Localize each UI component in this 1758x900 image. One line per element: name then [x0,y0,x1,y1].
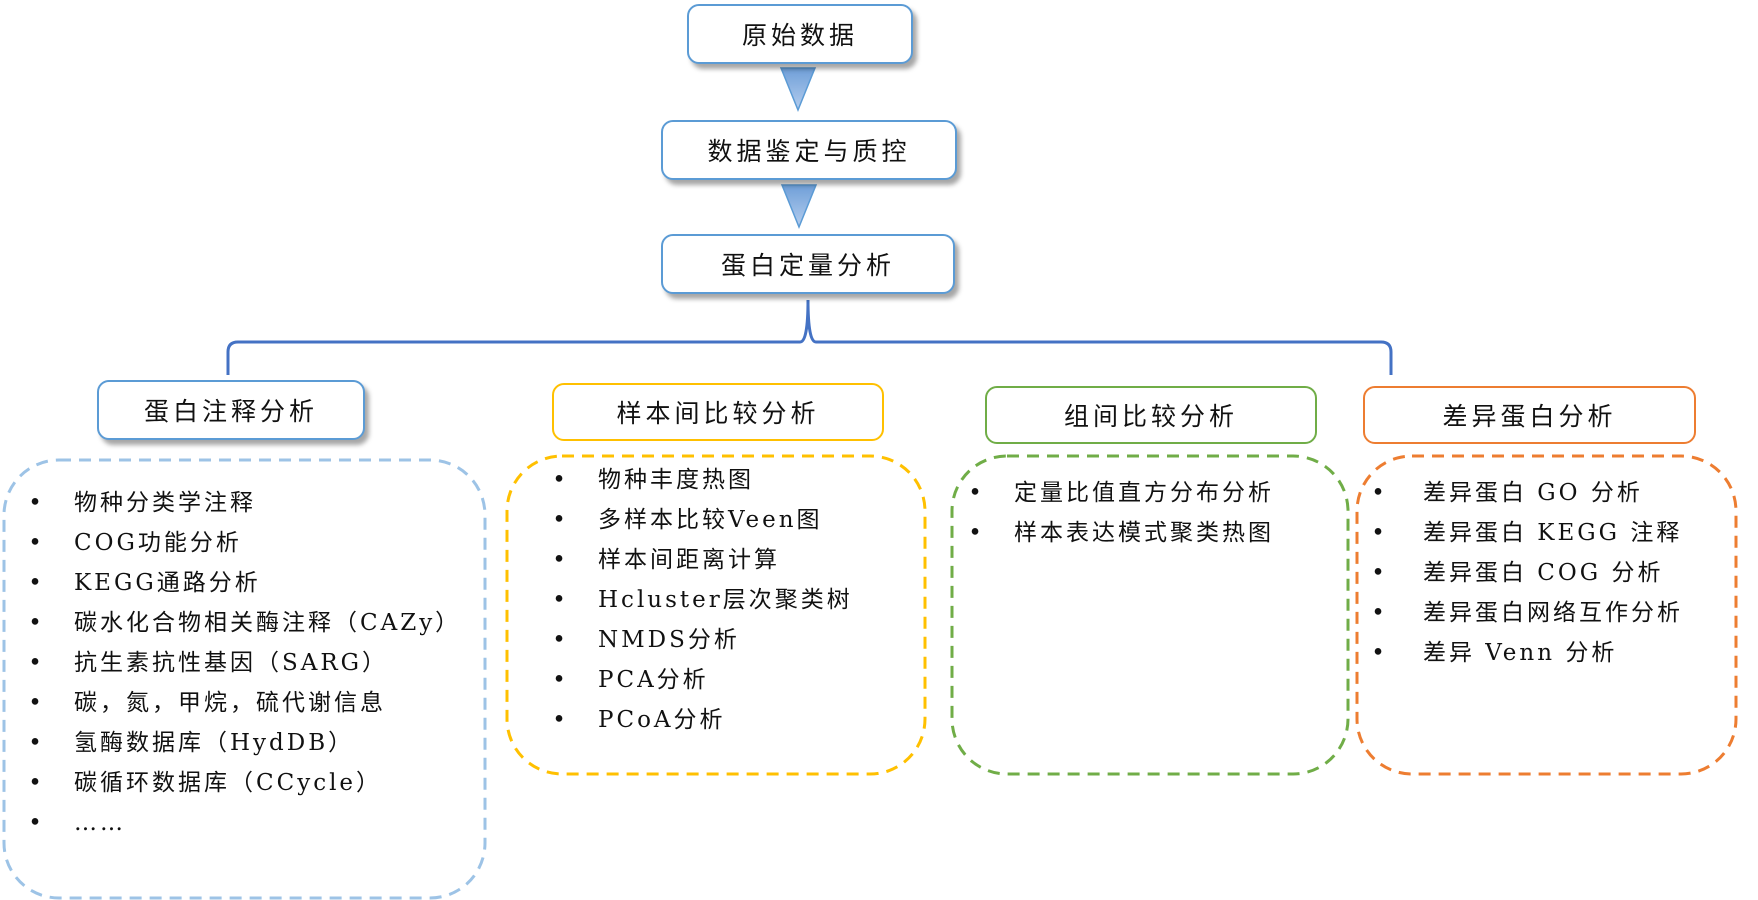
bullet-icon: • [28,770,42,796]
list-item-text: PCA分析 [598,667,709,693]
node-protein-quantification: 蛋白定量分析 [661,234,955,294]
bullet-icon: • [552,667,566,693]
list-item-text: PCoA分析 [598,707,726,733]
list-item-text: 差异 Venn 分析 [1423,640,1618,666]
bullet-icon: • [28,730,42,756]
list-item-text: 物种丰度热图 [598,467,754,493]
bullet-icon: • [28,530,42,556]
bullet-icon: • [28,650,42,676]
bullet-icon: • [552,587,566,613]
list-item-text: 碳，氮，甲烷，硫代谢信息 [74,690,386,716]
down-arrow-1 [779,67,817,112]
list-item-text: 差异蛋白 KEGG 注释 [1423,520,1683,546]
bullet-icon: • [552,627,566,653]
node-raw-data: 原始数据 [687,4,913,64]
list-item-text: 样本间距离计算 [598,547,780,573]
list-item-text: 多样本比较Veen图 [598,507,823,533]
list-item-text: 物种分类学注释 [74,490,256,516]
bullet-icon: • [28,610,42,636]
list-item-text: Hcluster层次聚类树 [598,587,853,613]
list-item-text: 抗生素抗性基因（SARG） [74,650,389,676]
branch-brace-connector [226,299,1393,375]
bullet-icon: • [552,467,566,493]
list-item-text: COG功能分析 [74,530,242,556]
list-item-text: 定量比值直方分布分析 [1014,480,1274,506]
bullet-icon: • [1371,640,1385,666]
bullet-icon: • [552,507,566,533]
list-item-text: NMDS分析 [598,627,740,653]
bullet-icon: • [28,690,42,716]
list-item-text: 差异蛋白网络互作分析 [1423,600,1683,626]
bullet-icon: • [1371,560,1385,586]
list-item-text: 差异蛋白 GO 分析 [1423,480,1643,506]
bullet-icon: • [968,480,982,506]
list-item-text: 碳循环数据库（CCycle） [74,770,383,796]
bullet-icon: • [28,810,42,836]
bullet-icon: • [1371,600,1385,626]
node-differential-protein: 差异蛋白分析 [1363,386,1696,444]
node-protein-annotation: 蛋白注释分析 [97,380,365,440]
list-item-text: KEGG通路分析 [74,570,261,596]
bullet-icon: • [1371,480,1385,506]
list-item-text: 差异蛋白 COG 分析 [1423,560,1664,586]
bullet-icon: • [552,707,566,733]
bullet-icon: • [968,520,982,546]
down-arrow-2 [780,184,818,229]
list-item-text: 氢酶数据库（HydDB） [74,730,355,756]
list-item-text: …… [74,810,126,836]
bullet-icon: • [552,547,566,573]
node-group-comparison: 组间比较分析 [985,386,1317,444]
list-item-text: 碳水化合物相关酶注释（CAZy） [74,610,462,636]
node-sample-comparison: 样本间比较分析 [552,383,884,441]
bullet-icon: • [28,490,42,516]
node-identification-qc: 数据鉴定与质控 [661,120,957,180]
bullet-icon: • [28,570,42,596]
list-item-text: 样本表达模式聚类热图 [1014,520,1274,546]
bullet-icon: • [1371,520,1385,546]
